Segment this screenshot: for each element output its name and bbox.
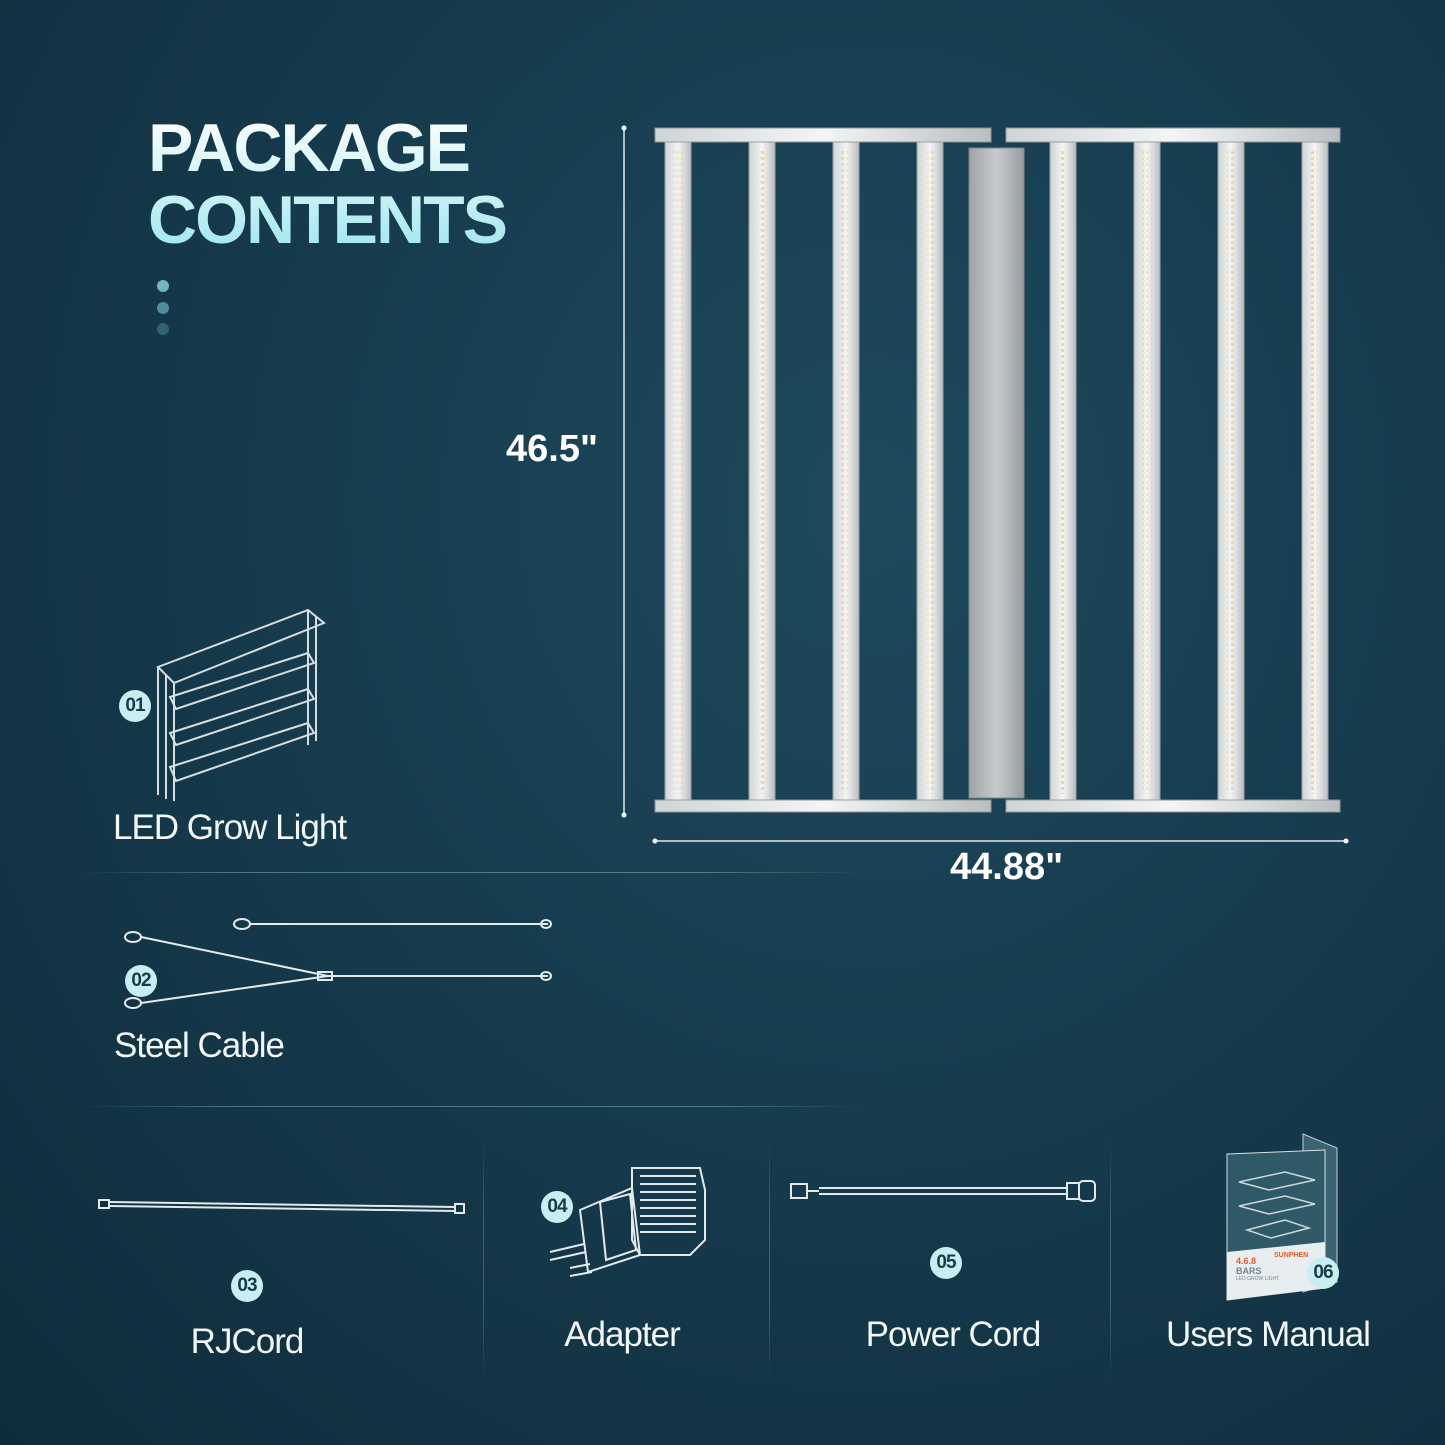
item-label-adapter: Adapter — [564, 1315, 681, 1354]
manual-booklet-icon — [1226, 1133, 1338, 1301]
manual-brand: SUNPHEN — [1274, 1252, 1309, 1259]
badge-01: 01 — [119, 690, 151, 722]
manual-cover-text: 4.6.8 BARS — [1236, 1256, 1262, 1276]
item-label-power-cord: Power Cord — [865, 1315, 1042, 1354]
steel-cable-icon — [124, 918, 552, 1009]
divider — [80, 1106, 860, 1107]
power-cord-icon — [790, 1180, 1096, 1202]
item-label-led-grow-light: LED Grow Light — [113, 808, 347, 847]
width-dimension: 44.88" — [950, 846, 1064, 888]
manual-caption: LED GROW LIGHT — [1236, 1276, 1280, 1282]
led-bars — [664, 141, 1329, 801]
grow-light-illustration — [621, 125, 1349, 844]
badge-06: 06 — [1307, 1257, 1339, 1289]
height-dimension: 46.5" — [506, 428, 598, 470]
badge-04: 04 — [541, 1191, 573, 1223]
adapter-icon — [549, 1167, 706, 1277]
decor-dot — [157, 323, 169, 335]
column-divider — [769, 1140, 770, 1380]
title-line-1: PACKAGE — [148, 110, 469, 186]
divider — [80, 872, 860, 873]
folded-light-icon — [156, 608, 326, 801]
rj-cord-icon — [98, 1199, 465, 1214]
badge-05: 05 — [930, 1247, 962, 1279]
page-title: PACKAGE CONTENTS — [148, 112, 506, 256]
item-label-rj-cord: RJCord — [190, 1322, 305, 1361]
decor-dot — [157, 280, 169, 292]
badge-03: 03 — [231, 1270, 263, 1302]
manual-bars-sub: BARS — [1236, 1266, 1262, 1276]
column-divider — [1110, 1140, 1111, 1380]
badge-02: 02 — [125, 965, 157, 997]
decor-dot — [157, 302, 169, 314]
manual-bars: 4.6.8 — [1236, 1256, 1257, 1266]
column-divider — [483, 1140, 484, 1380]
item-label-users-manual: Users Manual — [1166, 1315, 1371, 1354]
title-line-2: CONTENTS — [148, 182, 506, 258]
item-label-steel-cable: Steel Cable — [114, 1026, 285, 1065]
